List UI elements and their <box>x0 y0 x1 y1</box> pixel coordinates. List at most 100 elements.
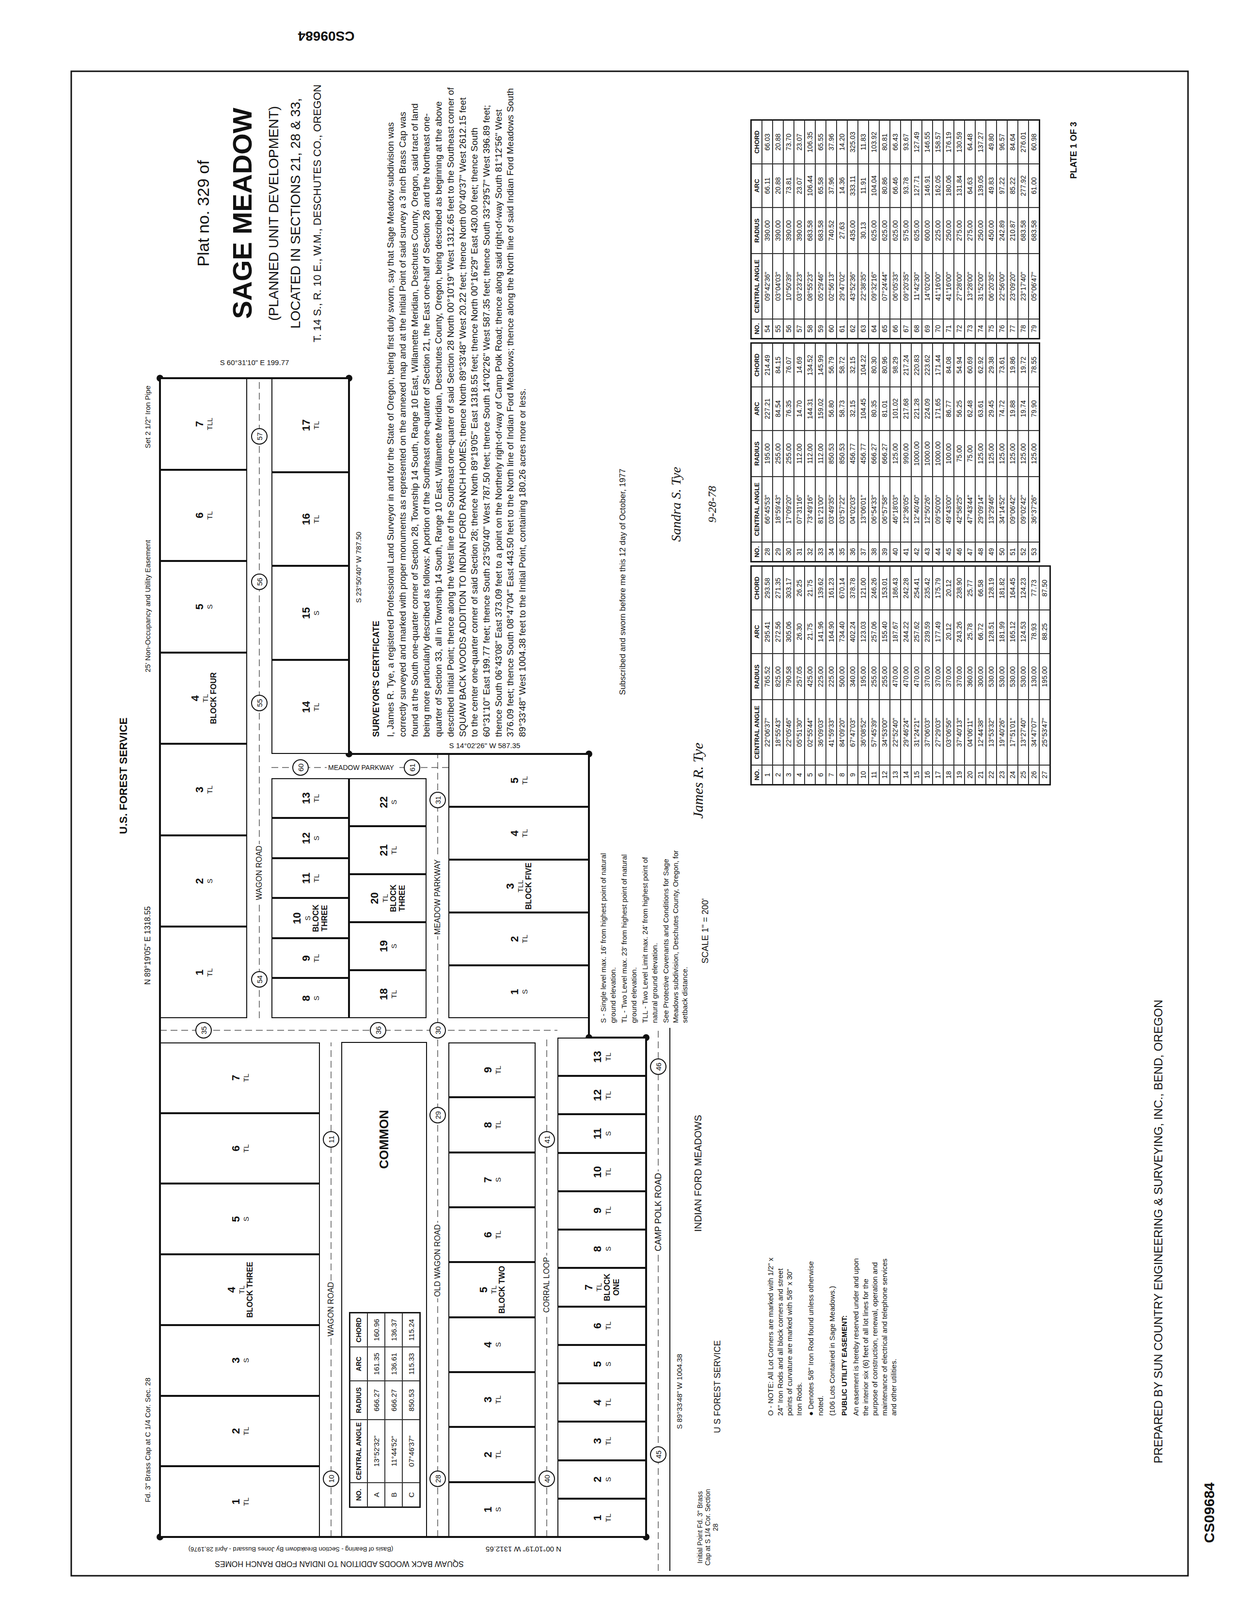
table-cell: 54 <box>761 318 773 339</box>
curve-number: 61 <box>408 763 417 772</box>
table-cell: 34°53'00" <box>879 699 890 765</box>
lot-number: 3 <box>481 1396 494 1403</box>
lot-number: 12 <box>300 832 313 844</box>
table-cell: 47 <box>964 541 976 562</box>
block-label: BLOCK THREE <box>389 875 408 920</box>
table-cell: 29°46'24" <box>900 699 912 765</box>
height-code: TL <box>389 989 398 999</box>
table-cell: 250.00 <box>975 207 986 254</box>
lot-parcel: 8S <box>271 978 349 1019</box>
certificate-text: SURVEYOR'S CERTIFICATE <box>370 87 382 737</box>
curve-number: 55 <box>255 698 264 708</box>
table-cell: 101.02 <box>889 386 901 431</box>
table-cell: 40 <box>889 541 901 562</box>
table-cell: 8 <box>836 764 848 785</box>
table-cell: 26 <box>1028 764 1040 785</box>
lot-parcel: 10SBLOCK THREE <box>271 898 349 939</box>
lot-parcel: 3TL <box>448 1371 536 1427</box>
height-code: TL <box>603 1205 613 1215</box>
general-note: ● Denotes 5/8" Iron Rod found unless oth… <box>806 1255 825 1416</box>
table-header: CENTRAL ANGLE <box>751 476 762 542</box>
table-header: ARC <box>751 386 762 431</box>
lot-number: 4 <box>481 1341 494 1347</box>
table-cell: 46 <box>953 541 965 562</box>
table-cell: 79.90 <box>1028 386 1040 431</box>
table-cell: 12°44'38" <box>975 699 986 765</box>
height-code: S <box>205 878 214 884</box>
table-cell: 104.04 <box>868 163 880 208</box>
curve-number-circle: 57 <box>251 427 268 445</box>
curve-number: 54 <box>255 975 264 984</box>
curve-number: 36 <box>374 1026 383 1035</box>
table-cell: 72 <box>953 318 965 339</box>
table-cell: 96.57 <box>996 120 1008 164</box>
table-cell: 125.00 <box>975 430 986 477</box>
table-cell: 85.22 <box>1007 163 1018 208</box>
table-cell: 275.00 <box>953 207 965 254</box>
table-header: RADIUS <box>751 430 762 477</box>
height-code: TL <box>603 1513 613 1522</box>
basis-of-bearing: (Basis of Bearing - Section Breakdown By… <box>187 1545 396 1553</box>
common-area-outline <box>341 1042 427 1537</box>
table-cell: 666.27 <box>868 430 880 477</box>
table-cell: 05°51'30" <box>793 699 805 765</box>
area-label: COMMON <box>377 1108 392 1170</box>
lot-number: 8 <box>591 1245 604 1252</box>
table-cell: 100.00 <box>943 430 954 477</box>
table-cell: 456.77 <box>857 430 869 477</box>
lot-parcel: 14TL <box>271 659 349 754</box>
table-cell: 73.81 <box>783 163 794 208</box>
table-cell: 370.00 <box>932 653 944 700</box>
table-cell: 41°16'00" <box>932 253 944 319</box>
table-cell: 78 <box>1017 318 1029 339</box>
table-cell: 06°54'33" <box>868 476 880 542</box>
table-cell: 1 <box>761 764 773 785</box>
lot-parcel: 5TL <box>448 753 589 807</box>
table-cell: 80.81 <box>879 120 890 164</box>
curve-number-circle: 45 <box>649 1445 667 1463</box>
table-header: NO. <box>349 1482 368 1507</box>
road-name: MEADOW PARKWAY <box>326 763 396 772</box>
table-cell: 26.25 <box>793 566 805 610</box>
table-cell: 66.03 <box>761 120 773 164</box>
table-cell: 4 <box>793 764 805 785</box>
table-cell: 161.35 <box>367 1346 385 1381</box>
lot-parcel: 6TL <box>159 469 248 562</box>
height-code: TL <box>312 420 321 430</box>
table-header: CHORD <box>751 566 762 610</box>
lot-number: 2 <box>193 877 206 884</box>
table-header: CENTRAL ANGLE <box>349 1419 368 1483</box>
table-cell: 84°09'20" <box>836 699 848 765</box>
table-cell: 180.06 <box>943 163 954 208</box>
height-code: TL <box>241 1426 251 1436</box>
lot-number: 19 <box>377 939 390 952</box>
height-code: TL <box>201 693 210 703</box>
table-cell: 670.14 <box>836 566 848 610</box>
table-cell: 20 <box>964 764 976 785</box>
table-cell: 145.99 <box>815 343 826 387</box>
curve-number-circle: 10 <box>322 1470 340 1487</box>
table-cell: 175.79 <box>932 566 944 610</box>
table-cell: 15 <box>911 764 922 785</box>
table-cell: 75.00 <box>953 430 965 477</box>
table-cell: 450.00 <box>985 207 997 254</box>
table-cell: 125.00 <box>1007 430 1018 477</box>
table-cell: 37.96 <box>825 120 837 164</box>
table-cell: 47°43'44" <box>964 476 976 542</box>
table-cell: 63 <box>857 318 869 339</box>
table-cell: 3 <box>783 764 794 785</box>
lot-number: 3 <box>591 1437 604 1444</box>
height-code: TL <box>205 510 214 520</box>
table-cell: 31 <box>793 541 805 562</box>
lot-number: 10 <box>591 1165 604 1178</box>
table-cell: 171.44 <box>932 343 944 387</box>
curve-number: 60 <box>296 763 305 772</box>
table-cell: 79 <box>1028 318 1040 339</box>
table-cell: 74 <box>975 318 986 339</box>
table-header: CENTRAL ANGLE <box>751 253 762 319</box>
table-cell: 246.26 <box>868 566 880 610</box>
lot-parcel: 13TL <box>557 1037 647 1076</box>
table-cell: 33 <box>815 541 826 562</box>
table-cell: 225.00 <box>932 207 944 254</box>
table-cell: 177.49 <box>932 609 944 654</box>
